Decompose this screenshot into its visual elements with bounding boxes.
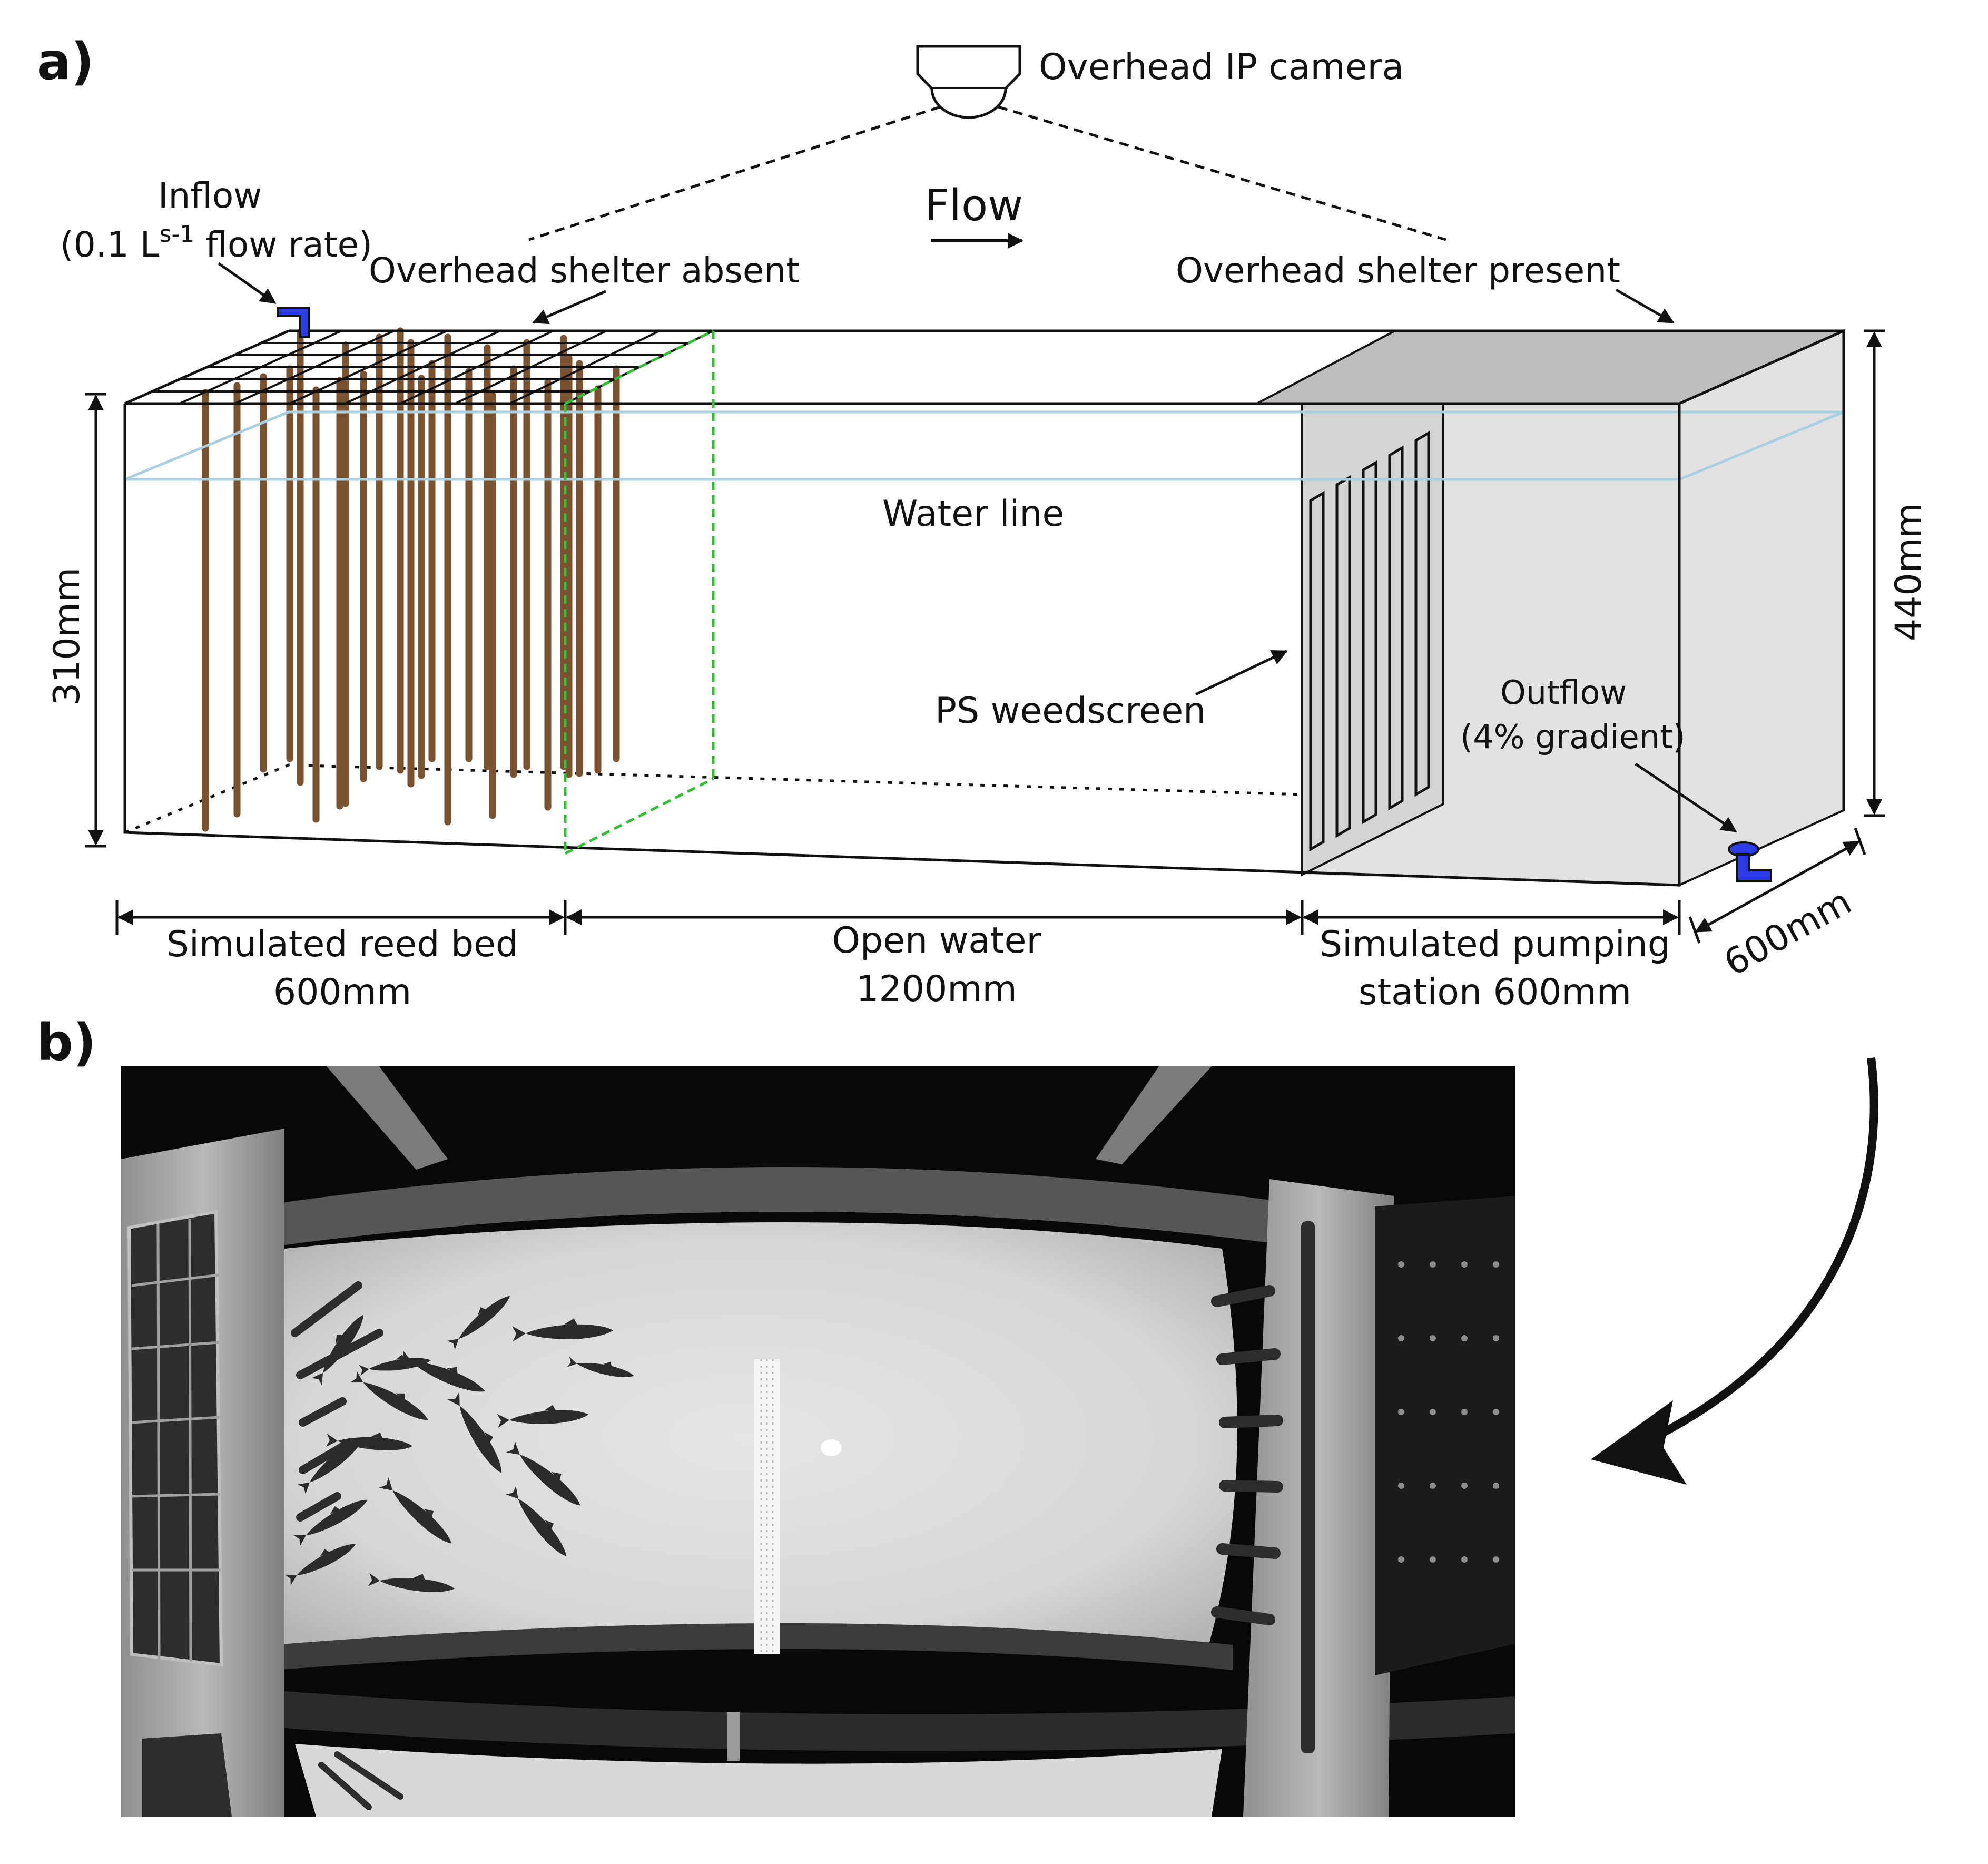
flow-label: Flow [924,181,1023,231]
inflow-pointer [218,262,277,305]
inflow-rate-sup: s-1 [159,221,194,248]
section-reed-bed-name: Simulated reed bed [166,924,518,965]
section-pumping-name: Simulated pumping [1320,924,1670,965]
overhead-camera-photo [121,1066,1515,1817]
shelter-present-pointer [1615,288,1675,324]
overhead-camera-icon [916,45,1021,119]
dim-height-left-label: 310mm [46,567,88,705]
dim-depth-label: 600mm [1717,881,1858,984]
dim-depth-cap-right [1854,828,1866,855]
inflow-pipe-icon [277,307,310,338]
inflow-rate-suffix: flow rate) [194,224,372,265]
dim-depth-cap-left [1688,916,1701,944]
curved-arrow-head [1591,1400,1687,1485]
outflow-pipe-icon [1728,841,1772,882]
inflow-rate: (0.1 Ls-1 flow rate) [60,221,372,265]
camera-view-line-left [528,105,941,241]
section-pumping-length: station 600mm [1359,972,1631,1013]
outflow-title: Outflow [1500,673,1627,712]
outflow-gradient: (4% gradient) [1460,718,1686,756]
inflow-rate-prefix: (0.1 L [60,224,160,265]
section-open-water-name: Open water [832,920,1041,962]
curved-arrow [1641,1057,1878,1447]
section-open-water-length: 1200mm [856,968,1017,1010]
weedscreen-label: PS weedscreen [935,690,1206,732]
camera-label: Overhead IP camera [1039,46,1404,88]
reed-stems [202,327,620,832]
panel-b-label: b) [37,1013,96,1072]
shelter-absent-label: Overhead shelter absent [369,250,800,291]
shelter-absent-pointer [532,290,606,325]
panel-a-label: a) [37,32,94,91]
section-reed-bed-length: 600mm [273,972,411,1013]
section-dimension-lines [115,900,1681,935]
water-line-label: Water line [882,493,1064,535]
panel-a: a) Overhead IP camera Flow Inflow (0.1 L… [37,32,1930,1013]
reed-bed-grid [124,330,714,405]
panel-b: b) [37,1013,1878,1817]
station-side-panel [1678,329,1845,887]
dim-depth-arrow [1695,840,1860,933]
outflow-pointer [1635,762,1737,833]
tank-hidden-edges [124,763,1844,834]
inflow-title: Inflow [158,175,262,216]
reed-zone-boundary [564,329,715,855]
dim-height-right-label: 440mm [1888,503,1930,641]
shelter-present-label: Overhead shelter present [1176,250,1620,291]
weedscreen-pointer [1195,650,1288,696]
camera-view-line-right [998,105,1446,241]
